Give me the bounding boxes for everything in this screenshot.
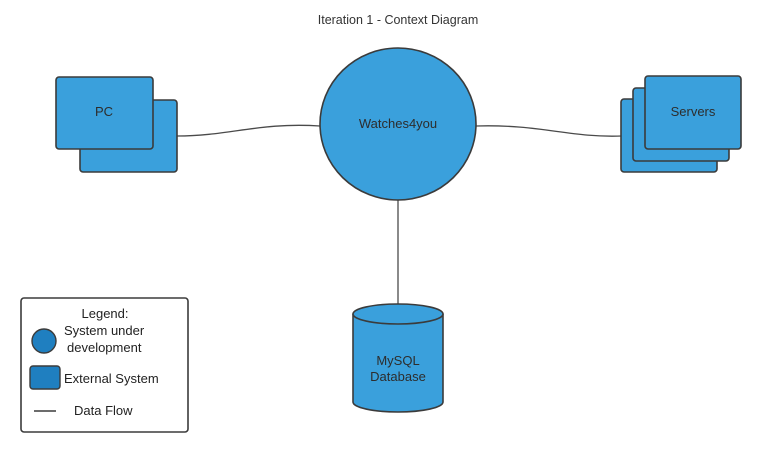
database-top <box>352 303 444 325</box>
servers-label: Servers <box>671 104 716 119</box>
legend-title: Legend: <box>82 306 129 321</box>
legend-item-system-line1: System under <box>64 323 145 338</box>
database-label-line1: MySQL <box>376 353 419 368</box>
legend-circle-symbol <box>31 328 57 354</box>
system-circle <box>319 47 477 201</box>
servers-front-rect <box>644 75 742 150</box>
pc-label: PC <box>95 104 113 119</box>
data-flow-system-servers <box>475 125 623 137</box>
legend-box <box>20 297 189 433</box>
legend-item-dataflow: Data Flow <box>74 403 133 418</box>
servers-node[interactable]: Servers <box>620 75 742 173</box>
legend-item-external: External System <box>64 371 159 386</box>
legend: Legend: System under development Externa… <box>20 297 189 433</box>
system-node[interactable]: Watches4you <box>319 47 477 201</box>
legend-item-system-line2: development <box>67 340 142 355</box>
database-label-line2: Database <box>370 369 426 384</box>
system-label: Watches4you <box>359 116 437 131</box>
data-flow-pc-system <box>176 124 321 137</box>
legend-rect-symbol <box>29 365 61 390</box>
database-body <box>352 314 444 413</box>
diagram-title: Iteration 1 - Context Diagram <box>318 13 479 27</box>
pc-node[interactable]: PC <box>55 76 178 173</box>
pc-front-rect <box>55 76 154 150</box>
database-node[interactable]: MySQL Database <box>352 303 444 413</box>
